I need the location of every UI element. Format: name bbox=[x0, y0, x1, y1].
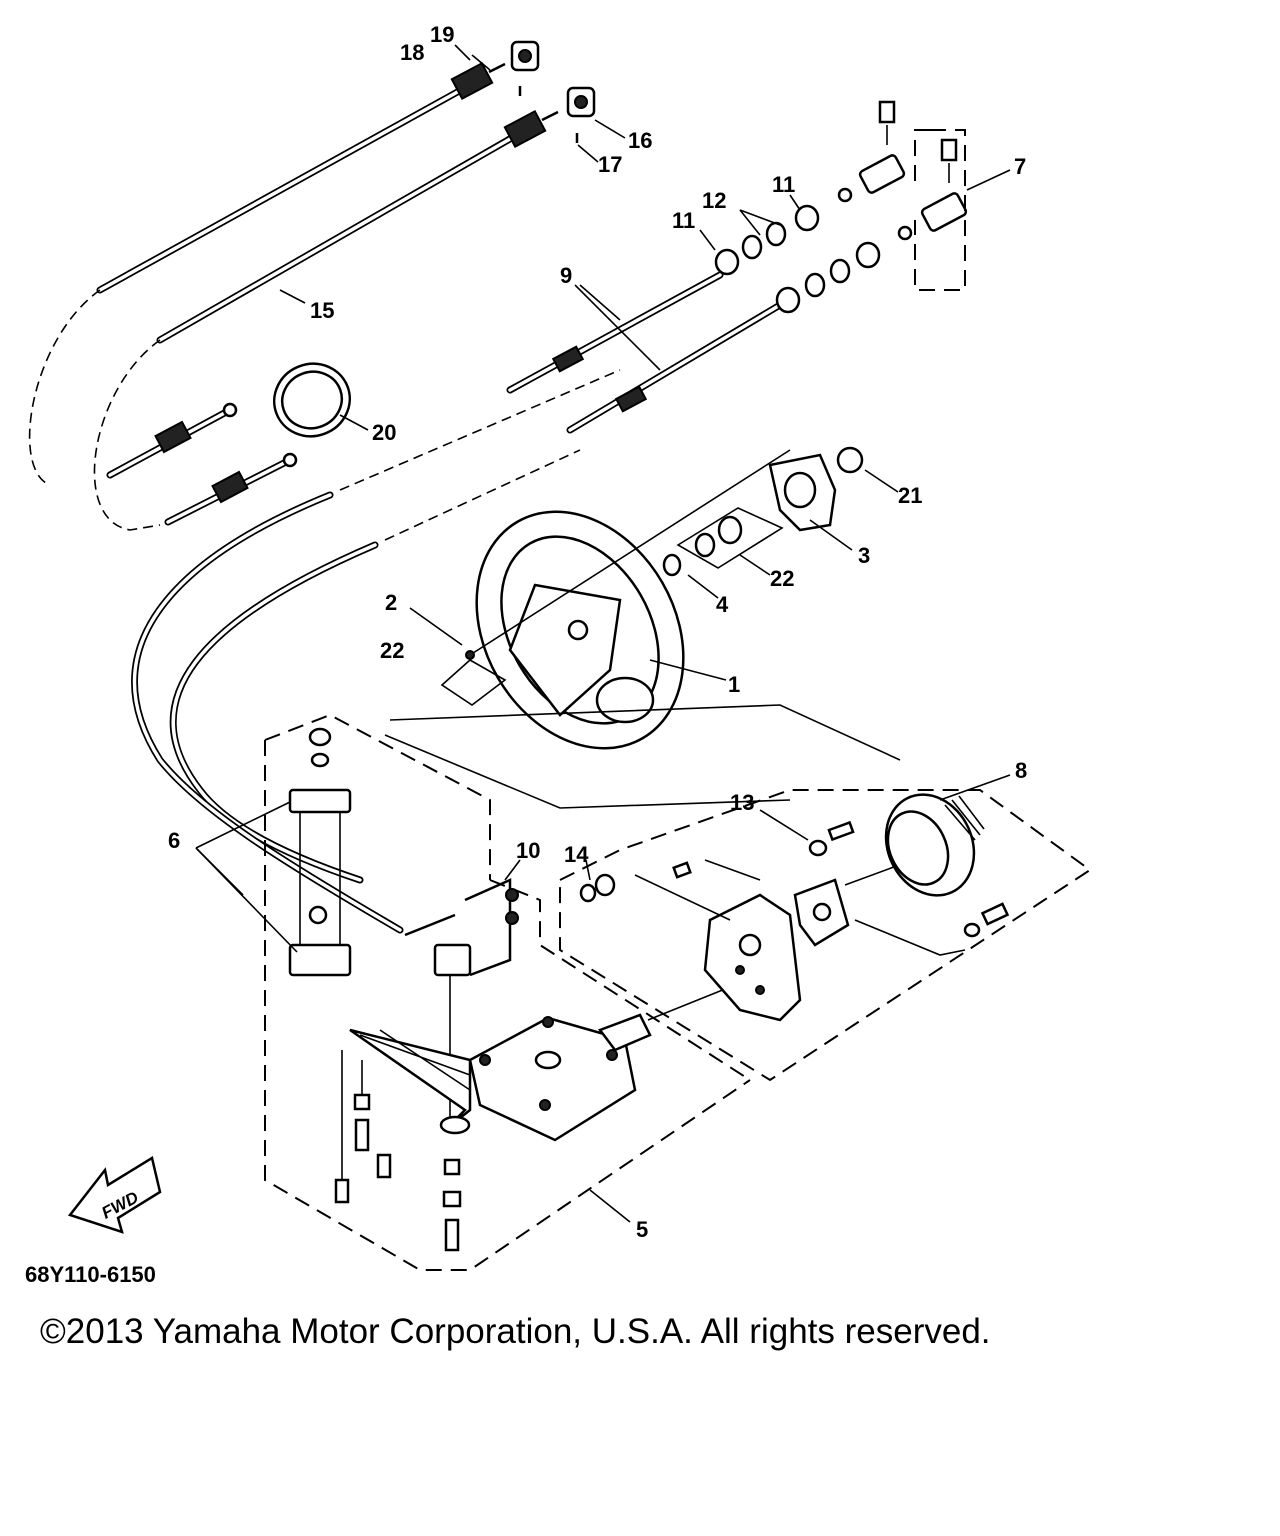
hub-parts bbox=[440, 446, 864, 706]
forward-arrow-icon: FWD bbox=[67, 1156, 162, 1234]
callout-17: 17 bbox=[598, 152, 622, 177]
callout-19: 19 bbox=[430, 22, 454, 47]
diagram-code: 68Y110-6150 bbox=[25, 1262, 156, 1287]
callout-1: 1 bbox=[728, 672, 740, 697]
callout-2: 2 bbox=[385, 590, 397, 615]
callout-labels: 19 18 16 17 15 20 9 12 11 11 7 21 3 22 4… bbox=[25, 22, 1027, 1287]
steering-parts-diagram: FWD 19 18 16 17 15 20 bbox=[25, 22, 1092, 1287]
callout-16: 16 bbox=[628, 128, 652, 153]
leader-line bbox=[384, 734, 791, 809]
callout-21: 21 bbox=[898, 483, 922, 508]
callout-22-lower: 22 bbox=[380, 638, 404, 663]
callout-8: 8 bbox=[1015, 758, 1027, 783]
callout-13: 13 bbox=[730, 790, 754, 815]
ring-part bbox=[272, 362, 352, 438]
callout-11-lower: 11 bbox=[672, 208, 695, 233]
inner-cables bbox=[506, 187, 913, 434]
callout-12: 12 bbox=[702, 188, 726, 213]
steering-wheel bbox=[469, 449, 791, 750]
callout-20: 20 bbox=[372, 420, 396, 445]
callout-3: 3 bbox=[858, 543, 870, 568]
assembly-box-8 bbox=[559, 789, 1092, 1082]
callout-10: 10 bbox=[516, 838, 540, 863]
control-cable-assembly bbox=[28, 40, 621, 934]
callout-18: 18 bbox=[400, 40, 424, 65]
cable-drum bbox=[884, 793, 985, 897]
callout-5: 5 bbox=[636, 1217, 648, 1242]
leader-line bbox=[389, 704, 901, 761]
callout-22-upper: 22 bbox=[770, 566, 794, 591]
mounting-plate bbox=[579, 820, 1010, 1022]
joint-assembly bbox=[858, 100, 968, 291]
callout-14: 14 bbox=[564, 842, 589, 867]
callout-7: 7 bbox=[1014, 154, 1026, 179]
callout-15: 15 bbox=[310, 298, 334, 323]
callout-11-upper: 11 bbox=[772, 172, 795, 197]
leader-lines bbox=[195, 44, 1011, 1223]
steering-gearbox bbox=[334, 984, 736, 1252]
cable-holders bbox=[288, 727, 352, 977]
callout-6: 6 bbox=[168, 828, 180, 853]
callout-4: 4 bbox=[716, 592, 729, 617]
callout-9: 9 bbox=[560, 263, 572, 288]
copyright-notice: ©2013 Yamaha Motor Corporation, U.S.A. A… bbox=[40, 1312, 991, 1351]
